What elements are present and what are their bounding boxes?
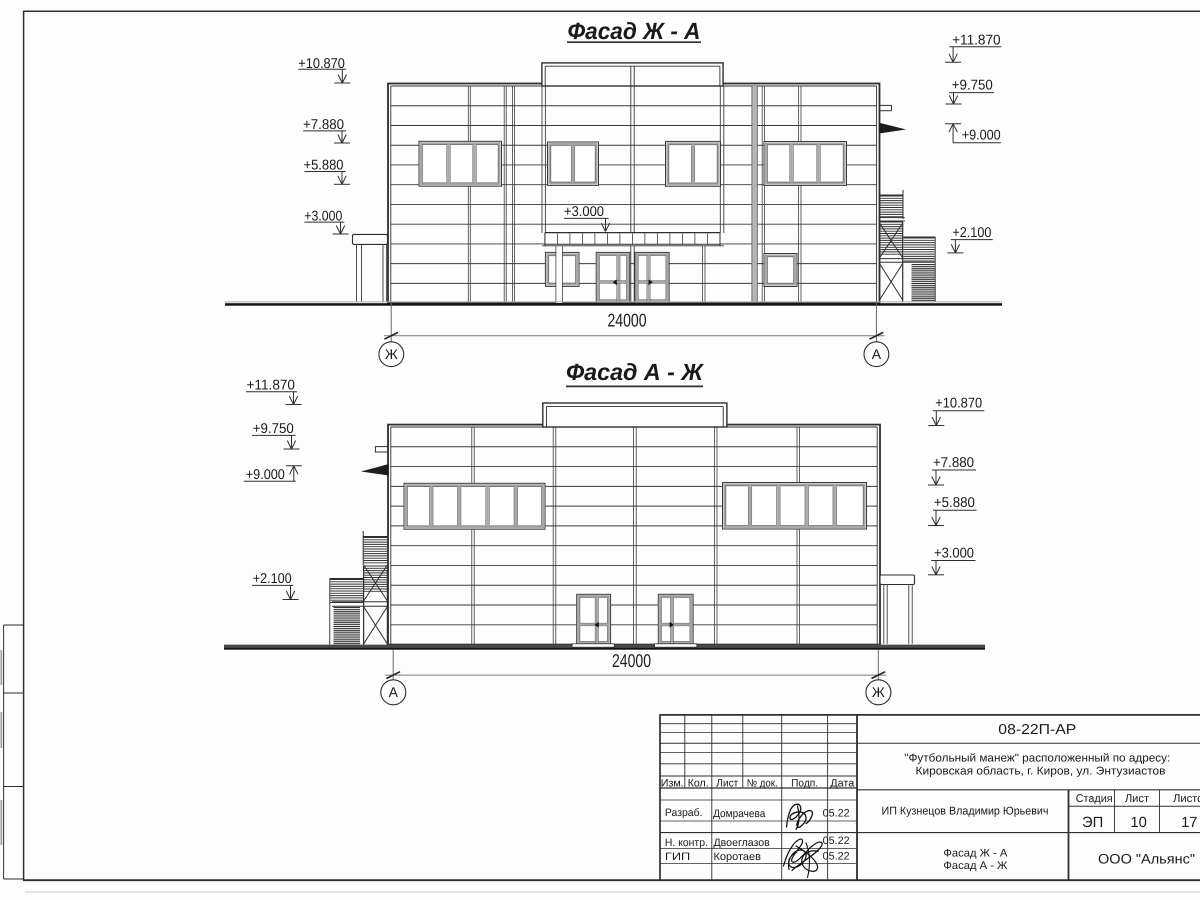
svg-text:+11.870: +11.870 bbox=[952, 33, 1001, 49]
svg-text:+9.750: +9.750 bbox=[952, 77, 993, 93]
svg-text:+3.000: +3.000 bbox=[564, 204, 604, 220]
svg-text:+9.000: +9.000 bbox=[962, 128, 1001, 144]
svg-text:05.22: 05.22 bbox=[823, 808, 850, 820]
svg-text:Лист: Лист bbox=[1125, 793, 1149, 805]
svg-text:А: А bbox=[872, 346, 882, 362]
svg-text:ГИП: ГИП bbox=[665, 851, 690, 863]
svg-text:Кировская область, г. Киров, у: Кировская область, г. Киров, ул. Энтузиа… bbox=[916, 766, 1166, 778]
svg-text:Двоеглазов: Двоеглазов bbox=[714, 837, 771, 849]
svg-text:ЭП: ЭП bbox=[1082, 815, 1103, 831]
svg-text:А: А bbox=[389, 684, 399, 700]
svg-text:Фасад Ж - А: Фасад Ж - А bbox=[568, 18, 701, 44]
svg-text:Коротаев: Коротаев bbox=[714, 851, 762, 863]
svg-text:Н. контр.: Н. контр. bbox=[665, 837, 708, 849]
svg-text:Листов: Листов bbox=[1173, 793, 1200, 805]
svg-text:Дата: Дата bbox=[830, 777, 854, 789]
svg-text:17: 17 bbox=[1181, 815, 1197, 831]
svg-text:Лист: Лист bbox=[716, 777, 738, 789]
svg-text:+11.870: +11.870 bbox=[247, 377, 296, 393]
svg-text:Разраб.: Разраб. bbox=[665, 807, 703, 819]
svg-text:Изм.: Изм. bbox=[661, 777, 684, 789]
svg-text:05.22: 05.22 bbox=[823, 851, 850, 863]
svg-text:+3.000: +3.000 bbox=[934, 545, 974, 561]
svg-text:08-22П-АР: 08-22П-АР bbox=[998, 722, 1076, 738]
svg-text:Ж: Ж bbox=[872, 684, 885, 700]
svg-text:+2.100: +2.100 bbox=[952, 225, 991, 241]
svg-text:Фасад А - Ж: Фасад А - Ж bbox=[566, 359, 704, 385]
svg-text:+5.880: +5.880 bbox=[934, 495, 975, 511]
svg-text:10: 10 bbox=[1130, 815, 1146, 831]
svg-text:+7.880: +7.880 bbox=[303, 117, 344, 133]
svg-text:Подп.: Подп. bbox=[791, 777, 818, 789]
svg-text:Фасад А - Ж: Фасад А - Ж bbox=[943, 860, 1007, 872]
svg-text:Домрачева: Домрачева bbox=[713, 808, 765, 820]
svg-text:+2.100: +2.100 bbox=[253, 571, 292, 587]
svg-text:Стадия: Стадия bbox=[1076, 793, 1113, 805]
svg-text:+7.880: +7.880 bbox=[933, 455, 974, 471]
svg-text:"Футбольный манеж" расположенн: "Футбольный манеж" расположенный по адре… bbox=[904, 753, 1170, 765]
svg-text:Ж: Ж bbox=[385, 346, 398, 362]
svg-text:ООО "Альянс": ООО "Альянс" bbox=[1098, 851, 1195, 866]
svg-text:24000: 24000 bbox=[608, 310, 647, 331]
svg-text:+5.880: +5.880 bbox=[304, 157, 344, 173]
svg-text:+9.000: +9.000 bbox=[246, 467, 285, 483]
svg-text:+9.750: +9.750 bbox=[253, 421, 294, 437]
svg-text:05.22: 05.22 bbox=[823, 835, 850, 847]
svg-text:Фасад Ж - А: Фасад Ж - А bbox=[943, 847, 1008, 859]
svg-text:+3.000: +3.000 bbox=[304, 209, 342, 225]
svg-text:ИП Кузнецов Владимир Юрьевич: ИП Кузнецов Владимир Юрьевич bbox=[882, 805, 1049, 817]
svg-text:+10.870: +10.870 bbox=[298, 56, 345, 72]
svg-text:24000: 24000 bbox=[612, 650, 651, 671]
svg-text:Кол.: Кол. bbox=[688, 777, 709, 789]
svg-text:+10.870: +10.870 bbox=[935, 395, 982, 411]
svg-text:№ док.: № док. bbox=[747, 777, 778, 789]
